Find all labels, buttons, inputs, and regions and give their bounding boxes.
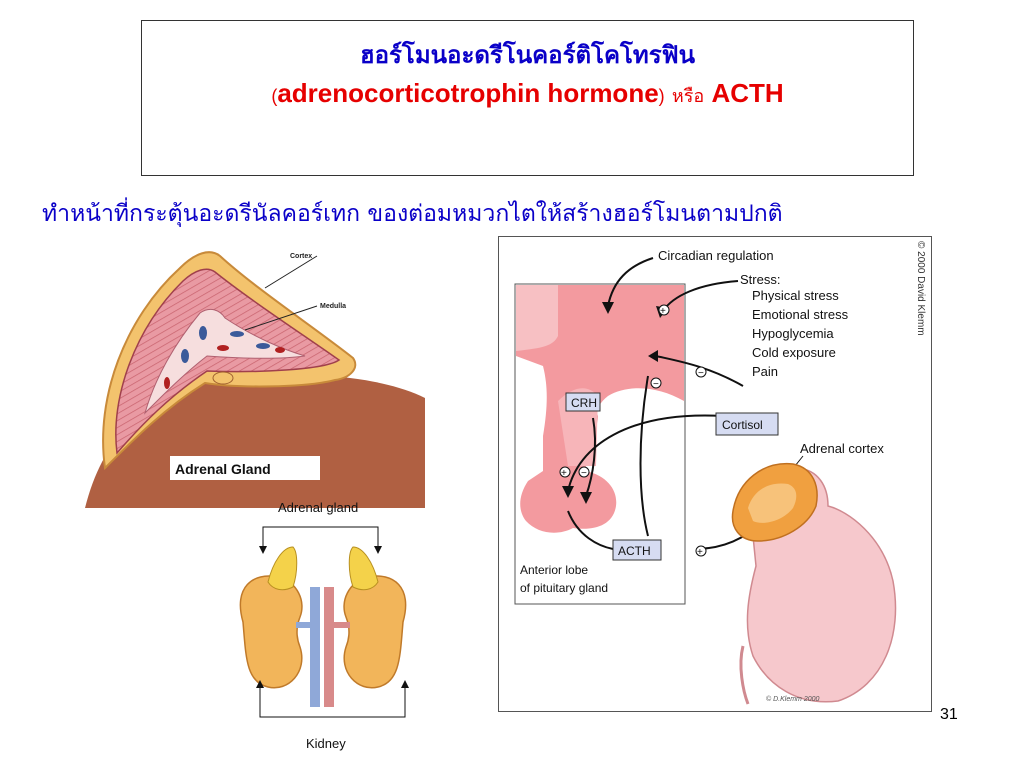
stress-item: Hypoglycemia <box>752 326 834 341</box>
crh-label: CRH <box>571 396 597 410</box>
sign-plus-acth: + <box>697 547 703 558</box>
crh-box <box>565 392 601 412</box>
title-english: adrenocorticotrophin hormone <box>277 78 659 108</box>
right-kidney-shape <box>343 575 407 689</box>
kidney-label: Kidney <box>306 736 346 751</box>
adrenal-section-figure: Cortex Medulla Adrenal Gland <box>85 251 425 508</box>
adrenal-gland-caption: Adrenal Gland <box>175 461 271 477</box>
title-or: หรือ <box>671 86 705 106</box>
copyright-vertical: © 2000 David Klemm <box>915 241 926 336</box>
acth-label: ACTH <box>618 544 651 558</box>
sign-minus-hypothalamus: − <box>653 379 659 390</box>
stress-item: Cold exposure <box>752 345 836 360</box>
subtitle: ทำหน้าที่กระตุ้นอะดรีนัลคอร์เทก ของต่อมห… <box>42 201 783 227</box>
slide-number: 31 <box>940 706 958 723</box>
title-abbrev: ACTH <box>711 78 784 108</box>
sign-plus-crh: + <box>561 468 567 479</box>
title-paren-close: ) <box>658 86 665 106</box>
pituitary-gland-label: of pituitary gland <box>520 581 608 595</box>
circadian-label: Circadian regulation <box>658 248 774 263</box>
artist-signature: © D.Klemm 2000 <box>766 695 820 703</box>
stress-item: Emotional stress <box>752 307 849 322</box>
anterior-lobe-label: Anterior lobe <box>520 563 588 577</box>
feedback-arrows <box>567 257 764 550</box>
right-adrenal-shape <box>348 546 379 591</box>
cortex-label: Cortex <box>290 253 312 260</box>
title-thai: ฮอร์โมนอะดรีโนคอร์ติโคโทรฟิน <box>359 41 696 69</box>
title-box: ฮอร์โมนอะดรีโนคอร์ติโคโทรฟิน (adrenocort… <box>141 20 914 176</box>
sign-minus-pituitary: − <box>581 468 587 479</box>
cortex-shape <box>115 268 341 455</box>
cortisol-label: Cortisol <box>722 418 763 432</box>
adrenal-cortex-label: Adrenal cortex <box>800 441 884 456</box>
medulla-shape <box>143 308 306 415</box>
hpa-axis-diagram: CRH Anterior lobe of pituitary gland + −… <box>498 236 932 712</box>
stress-item: Pain <box>752 364 778 379</box>
left-adrenal-shape <box>267 546 298 591</box>
feedback-signs: + − − + − + <box>559 304 707 558</box>
left-kidney-shape <box>239 575 303 689</box>
sign-minus-cortisol: − <box>698 368 704 379</box>
title-english-line: (adrenocorticotrophin hormone) หรือ ACTH <box>142 78 913 110</box>
adrenal-gland-label: Adrenal gland <box>278 500 358 515</box>
hypothalamus-shape <box>516 285 684 533</box>
stress-title: Stress: <box>740 272 780 287</box>
acth-box <box>612 539 662 561</box>
adrenal-cortex-shape <box>748 483 797 523</box>
sign-plus-stress: + <box>660 306 666 317</box>
stress-item: Physical stress <box>752 288 839 303</box>
cortisol-box <box>715 412 779 436</box>
medulla-vessels <box>164 326 285 389</box>
kidney-figure: Adrenal gland Kidney <box>239 500 409 751</box>
title-paren-open: ( <box>271 86 278 106</box>
medulla-label: Medulla <box>320 303 346 310</box>
